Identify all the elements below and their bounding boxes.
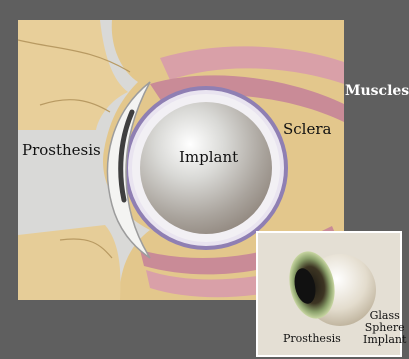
inset-implant-word: Implant xyxy=(363,334,406,346)
implant-label: Implant xyxy=(179,150,238,165)
sclera-label: Sclera xyxy=(283,122,331,137)
prosthesis-label: Prosthesis xyxy=(22,143,101,158)
muscles-label: Muscles xyxy=(345,84,409,98)
inset-glass-sphere-label: Glass Sphere Implant xyxy=(363,310,406,346)
inset-prosthesis-label: Prosthesis xyxy=(283,333,341,345)
